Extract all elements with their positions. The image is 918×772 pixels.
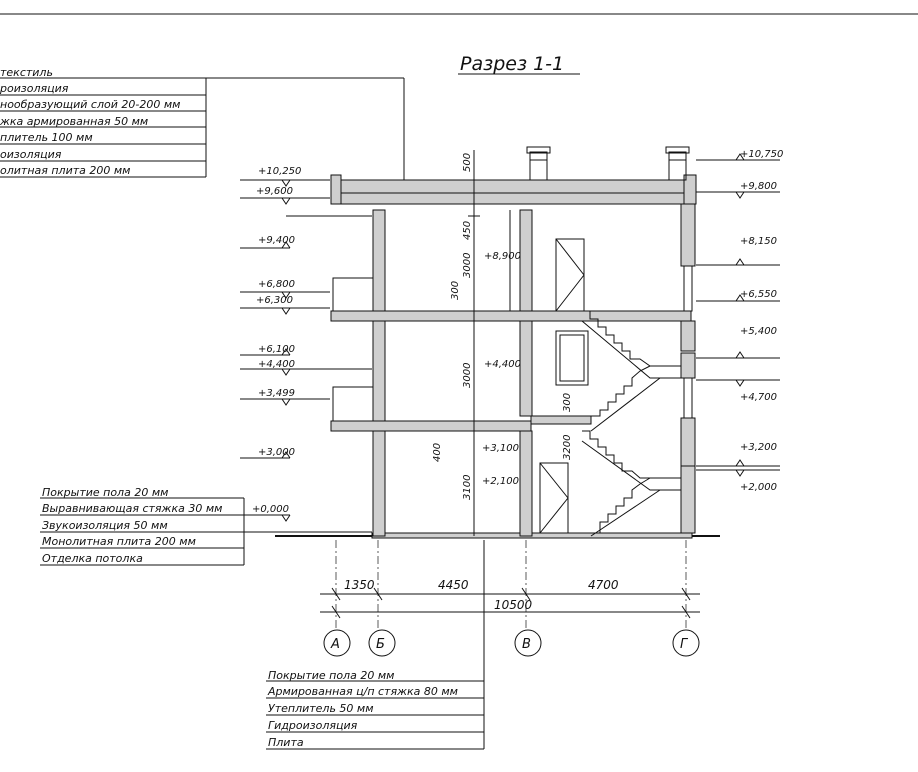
ground-layer: Покрытие пола 20 мм [268, 669, 394, 682]
building-section [275, 146, 720, 628]
left-level-marks: +10,250 +9,600 +9,400 +6,800 +6,300 +6,1… [240, 166, 372, 522]
ground-layer: Плита [268, 736, 304, 749]
wall [372, 209, 386, 312]
level-mark: +10,250 [258, 166, 301, 177]
level-mark: +3,200 [740, 442, 777, 453]
chimney [665, 146, 690, 181]
dimension-label: 3000 [462, 253, 473, 278]
dimension-label: 4450 [438, 578, 469, 592]
vertical-dimensions: 500 450 3000 300 3000 300 400 3100 3200 [432, 150, 573, 536]
dimension-label: 1350 [344, 578, 375, 592]
roof-layer: роизоляция [0, 82, 69, 95]
level-mark: +3,499 [258, 388, 295, 399]
roof-layer: нообразующий слой 20-200 мм [0, 98, 180, 111]
level-mark: +5,400 [740, 326, 777, 337]
wall [680, 203, 696, 267]
dimension-label: 3100 [462, 475, 473, 500]
dimension-label: 10500 [494, 598, 533, 612]
staircase [581, 310, 681, 432]
roof-slab [330, 179, 697, 205]
dimension-label: 450 [462, 221, 473, 240]
door [555, 238, 585, 312]
level-mark: +2,100 [482, 476, 519, 487]
axis-label: Б [376, 637, 385, 652]
door [539, 462, 569, 534]
floor-layer: Отделка потолка [42, 552, 143, 565]
wall [519, 209, 533, 312]
staircase [581, 430, 681, 537]
level-mark: +3,100 [482, 443, 519, 454]
floor-layer: Покрытие пола 20 мм [42, 486, 168, 499]
roof-layers-table: текстиль роизоляция нообразующий слой 20… [0, 66, 405, 188]
axis-label: А [330, 637, 340, 652]
roof-layer: олитная плита 200 мм [0, 164, 130, 177]
floor-slab [330, 420, 532, 432]
level-mark: +6,100 [258, 344, 295, 355]
level-mark: +9,400 [258, 235, 295, 246]
level-mark: +4,400 [484, 359, 521, 370]
floor-layer: Звукоизоляция 50 мм [42, 519, 168, 532]
ground-layer: Утеплитель 50 мм [268, 702, 374, 715]
chimney [526, 146, 551, 181]
level-mark: +4,400 [258, 359, 295, 370]
roof-layer: жка армированная 50 мм [0, 115, 148, 128]
axis-label: В [522, 637, 531, 652]
balcony [332, 386, 374, 422]
roof-layer: оизоляция [0, 148, 62, 161]
dimension-label: 300 [562, 393, 573, 412]
floor-layer: Выравнивающая стяжка 30 мм [42, 502, 222, 515]
level-mark: +8,900 [484, 251, 521, 262]
dimension-label: 500 [462, 153, 473, 172]
level-mark: +6,550 [740, 289, 777, 300]
dimension-label: 3000 [462, 363, 473, 388]
axis-markers: А Б В Г [323, 629, 700, 657]
level-mark: +0,000 [252, 504, 289, 515]
level-mark: +2,000 [740, 482, 777, 493]
level-mark: +9,600 [256, 186, 293, 197]
dimension-label: 400 [432, 443, 443, 462]
ground-layer: Армированная ц/п стяжка 80 мм [267, 685, 458, 698]
level-mark: +8,150 [740, 236, 777, 247]
right-level-marks: +10,750 +9,800 +8,150 +6,550 +5,400 +4,7… [696, 149, 783, 493]
dimension-label: 4700 [588, 578, 619, 592]
balcony [332, 277, 374, 312]
dimension-label: 300 [450, 281, 461, 300]
level-mark: +6,800 [258, 279, 295, 290]
floor-slab [330, 310, 692, 322]
inner-level-marks: +8,900 +4,400 +3,100 +2,100 [482, 251, 521, 487]
level-mark: +6,300 [256, 295, 293, 306]
drawing-title: Разрез 1-1 [460, 53, 564, 75]
floor-layer: Монолитная плита 200 мм [42, 535, 196, 548]
dimension-label: 3200 [562, 435, 573, 460]
axis-label: Г [680, 637, 689, 652]
level-mark: +9,800 [740, 181, 777, 192]
level-mark: +10,750 [740, 149, 783, 160]
roof-layer: текстиль [0, 66, 53, 79]
floor-layers-table: Покрытие пола 20 мм Выравнивающая стяжка… [40, 486, 372, 566]
ground-layer: Гидроизоляция [268, 719, 358, 732]
level-mark: +4,700 [740, 392, 777, 403]
horizontal-dimensions: 1350 4450 4700 10500 [320, 578, 700, 619]
level-mark: +3,000 [258, 447, 295, 458]
window [555, 330, 589, 386]
ground-layers-table: Покрытие пола 20 мм Армированная ц/п стя… [266, 540, 485, 750]
roof-layer: плитель 100 мм [0, 131, 93, 144]
